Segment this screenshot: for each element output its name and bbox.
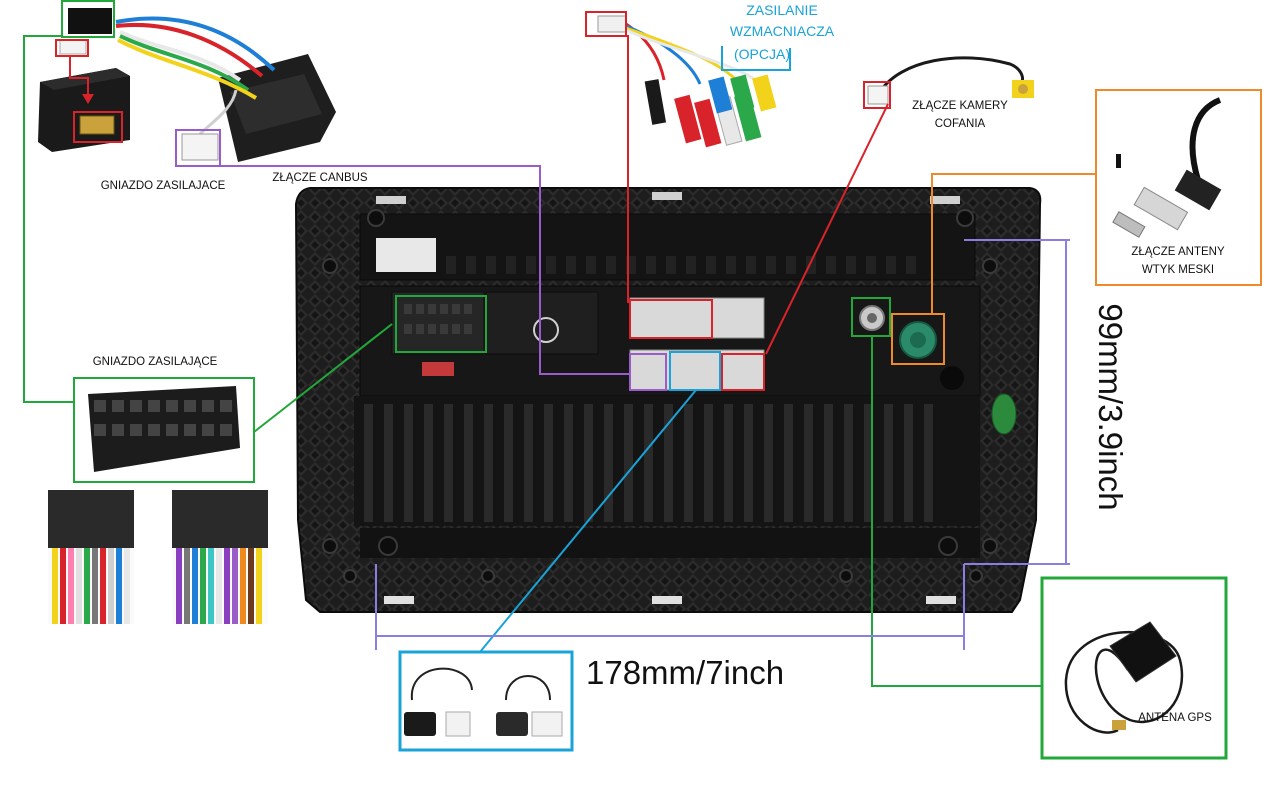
- adapter-plug-frame: [55, 39, 89, 57]
- antenna-plug-icon: [1112, 97, 1222, 238]
- antenna-label-1: ZŁĄCZE ANTENY: [1131, 246, 1225, 258]
- main-connector-pins: [404, 304, 472, 334]
- amp-power-label-2: WZMACNIACZA: [729, 23, 835, 39]
- top-vents: [446, 256, 916, 274]
- connection-lines: [23, 35, 1096, 687]
- power-socket-top-label: GNIAZDO ZASILAJACE: [100, 180, 226, 192]
- power-socket-icon: [38, 68, 130, 152]
- amp-power-label-1: ZASILANIE: [746, 2, 818, 18]
- heatsink-fins: [364, 404, 933, 522]
- arrow-head-icon: [82, 94, 94, 104]
- camera-label-1: ZŁĄCZE KAMERY: [912, 100, 1008, 112]
- antenna-label-2: WTYK MESKI: [1141, 264, 1215, 276]
- power-socket-left-label: GNIAZDO ZASILAJĄCE: [92, 356, 218, 368]
- antenna-frame: [1095, 89, 1262, 286]
- screws: [322, 209, 998, 583]
- usb-frame: [398, 650, 574, 752]
- adapter-socket-frame: [73, 111, 123, 143]
- usb-cable-icon: [404, 667, 563, 737]
- camera-plug-frame: [863, 81, 891, 109]
- canbus-label: ZŁĄCZE CANBUS: [272, 172, 368, 184]
- rca-cable-icon: [597, 15, 777, 148]
- power-socket-closeup-frame: [73, 377, 255, 483]
- gps-frame: [1040, 576, 1228, 760]
- amp-power-label-3: (OPCJA): [734, 46, 790, 62]
- height-dimension-label: 99mm/3.9inch: [1092, 303, 1129, 511]
- amp-plug-frame: [585, 11, 627, 37]
- harness-socket-icon: [88, 386, 240, 472]
- harness-icon: [48, 490, 268, 624]
- adapter-arrow: [69, 56, 89, 100]
- camera-plug-icon: [867, 56, 1034, 105]
- head-unit: [294, 187, 1042, 613]
- camera-label-2: COFANIA: [934, 118, 986, 130]
- power-connector-frame: [61, 0, 115, 38]
- gps-label: ANTENA GPS: [1138, 712, 1212, 724]
- amp-label-bracket: [721, 46, 791, 71]
- gps-antenna-icon: [1064, 621, 1184, 734]
- width-dimension-label: 178mm/7inch: [586, 654, 785, 691]
- canbus-plug-icon: [59, 8, 336, 162]
